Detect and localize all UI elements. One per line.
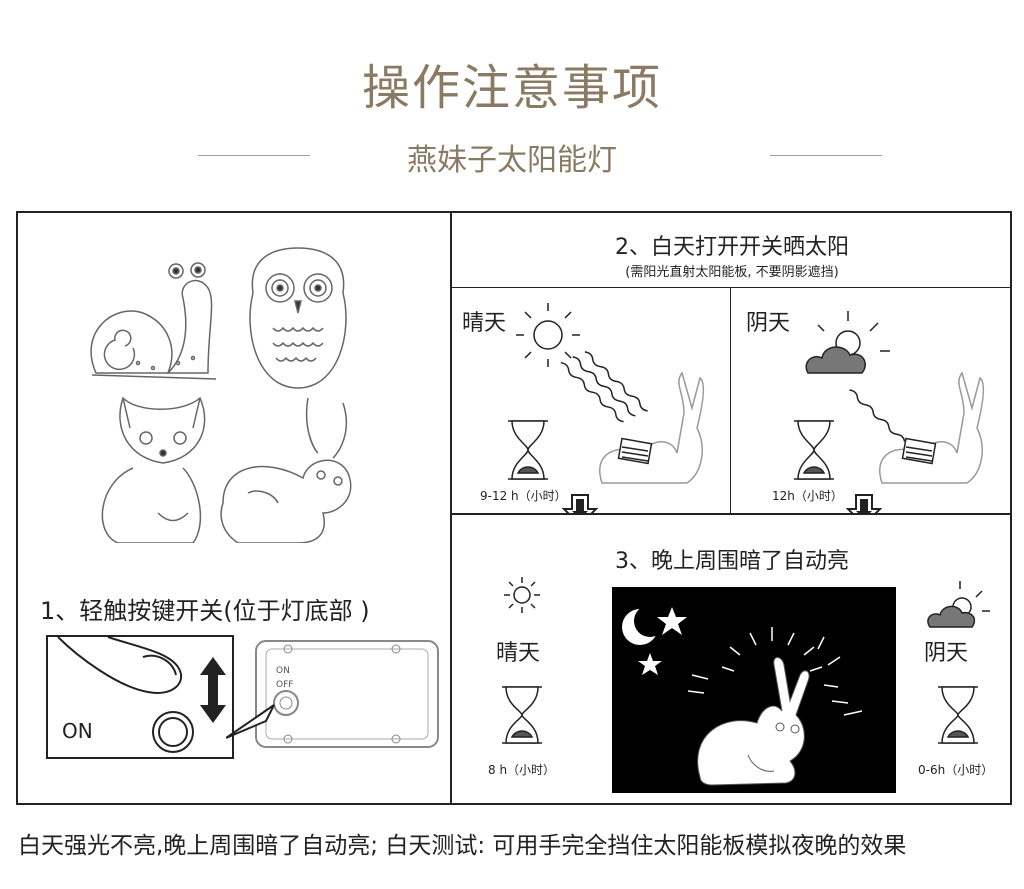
down-arrow-left-icon [561,494,599,513]
page-subtitle: 燕妹子太阳能灯 [407,143,617,178]
page-title: 操作注意事项 [361,60,662,116]
instruction-frame: 1、轻触按键开关(位于灯底部 ) ON ON OFF 2、白天打开开关晒太阳 [16,211,1012,805]
step2-title: 2、白天打开开关晒太阳 [615,235,849,260]
subtitle-rule-left [198,155,310,156]
step3-panel: 3、晚上周围暗了自动亮 晴天 8 h（小时） 阴天 0-6h（小时） [452,515,1012,803]
step2-vertical-divider [730,287,731,513]
finger-press-icon [57,637,226,753]
hourglass-icon-night-sunny [502,686,542,744]
glowing-rabbit-icon [697,657,810,786]
small-cloud-sun-icon [927,581,990,628]
switch-panel-illustration: ON OFF [226,640,439,748]
step2-sunny-duration: 9-12 h（小时） [480,489,567,503]
star-small-icon [638,653,662,675]
step3-cloudy-duration: 0-6h（小时） [918,763,994,777]
step2-sunny-label: 晴天 [462,311,507,336]
step2-cloudy-duration: 12h（小时） [772,489,843,503]
cloud-sun-icon [805,311,890,374]
rabbit-silhouette-cloudy-icon [879,371,985,484]
footer-note: 白天强光不亮,晚上周围暗了自动亮; 白天测试: 可用手完全挡住太阳能板模拟夜晚的… [18,833,907,859]
rabbit-figure-icon [220,397,352,543]
step3-sunny-label: 晴天 [496,641,541,666]
snail-figure-icon [90,262,217,380]
night-illustration [502,577,990,793]
hourglass-icon-cloudy [794,420,834,480]
step2-panel: 2、白天打开开关晒太阳 (需阳光直射太阳能板, 不要阴影遮挡) 晴天 9-12 … [452,213,1012,515]
step2-divider [452,287,1012,288]
owl-figure-icon [249,247,347,389]
step1-title: 1、轻触按键开关(位于灯底部 ) [40,597,370,625]
on-label: ON [62,719,93,743]
panel-off-text: OFF [276,680,293,690]
step2-note: (需阳光直射太阳能板, 不要阴影遮挡) [625,265,839,280]
fox-figure-icon [101,396,206,543]
moon-icon [622,605,666,645]
subtitle-rule-right [770,155,882,156]
down-arrow-right-icon [845,494,883,513]
hourglass-icon-sunny [508,420,548,480]
small-sun-icon [504,577,540,613]
finger-press-box: ON [46,635,234,759]
step3-cloudy-label: 阴天 [924,641,969,666]
sun-icon [516,303,580,367]
step3-title: 3、晚上周围暗了自动亮 [615,549,849,574]
glow-rays-icon [687,627,863,716]
hourglass-icon-night-cloudy [938,686,978,744]
panel-on-text: ON [276,666,290,676]
step2-cloudy-label: 阴天 [746,311,791,336]
step1-panel: 1、轻触按键开关(位于灯底部 ) ON ON OFF [18,213,452,803]
star-icon [657,607,687,635]
step3-sunny-duration: 8 h（小时） [488,763,556,777]
charging-illustration [508,303,985,513]
rabbit-silhouette-sunny-icon [599,371,705,484]
figurines-illustration [90,247,352,543]
